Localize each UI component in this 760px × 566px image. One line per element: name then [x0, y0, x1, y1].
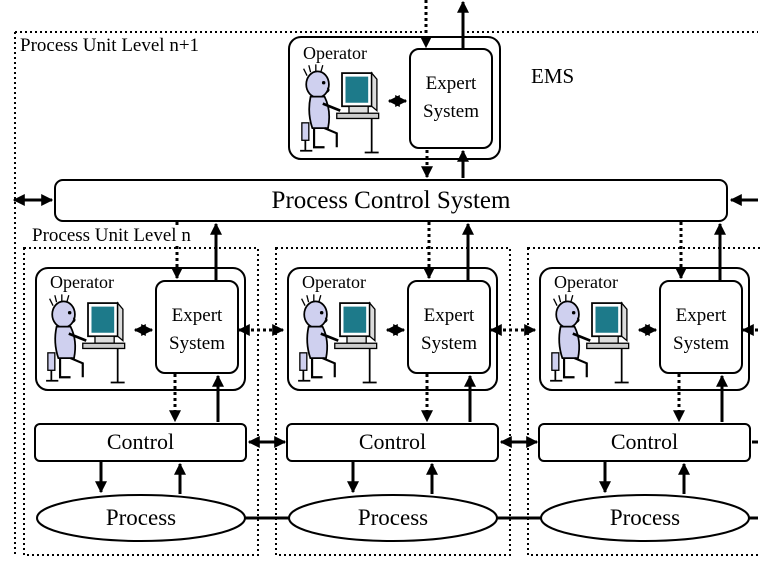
- unit-1-operator-label: Operator: [50, 272, 114, 292]
- unit-3-operator-label: Operator: [554, 272, 618, 292]
- unit-2-expert-label-1: Expert: [423, 305, 475, 326]
- unit-1-control-box: [34, 423, 247, 462]
- unit-3-control-label: Control: [610, 429, 679, 454]
- unit-3-expert-system-box: [659, 280, 743, 374]
- top-expert-label-1: Expert: [425, 73, 477, 94]
- upper-level-title: Process Unit Level n+1: [20, 35, 200, 56]
- unit-1-control-label: Control: [106, 429, 175, 454]
- unit-1-expert-label-1: Expert: [171, 305, 223, 326]
- unit-1-boundary: [23, 247, 259, 556]
- top-expert-label-2: System: [423, 101, 479, 122]
- lower-level-title: Process Unit Level n: [32, 226, 194, 245]
- unit-2-process-label: Process: [357, 505, 429, 530]
- upper-level-boundary: [14, 31, 758, 555]
- unit-2-control-box: [286, 423, 499, 462]
- top-operator-label: Operator: [303, 43, 367, 63]
- ems-label: EMS: [531, 64, 575, 88]
- unit-2-boundary: [275, 247, 511, 556]
- unit-2-expert-label-2: System: [421, 333, 477, 354]
- unit-3-expert-label-1: Expert: [675, 305, 727, 326]
- unit-2-control-label: Control: [358, 429, 427, 454]
- unit-3-process-label: Process: [609, 505, 681, 530]
- inter-unit-links: [237, 324, 758, 520]
- pcs-label: Process Control System: [271, 187, 511, 214]
- unit-1-expert-label-2: System: [169, 333, 225, 354]
- unit-3-expert-label-2: System: [673, 333, 729, 354]
- top-operator-group: [288, 36, 501, 160]
- top-expert-system-box: [409, 48, 493, 149]
- unit-2-expert-system-box: [407, 280, 491, 374]
- unit-1-process-label: Process: [105, 505, 177, 530]
- unit-3-boundary: [527, 247, 760, 556]
- process-control-system-bar: [54, 179, 728, 222]
- unit-3-control-box: [538, 423, 751, 462]
- unit-2-operator-label: Operator: [302, 272, 366, 292]
- unit-1-expert-system-box: [155, 280, 239, 374]
- lower-level-units: [23, 222, 760, 556]
